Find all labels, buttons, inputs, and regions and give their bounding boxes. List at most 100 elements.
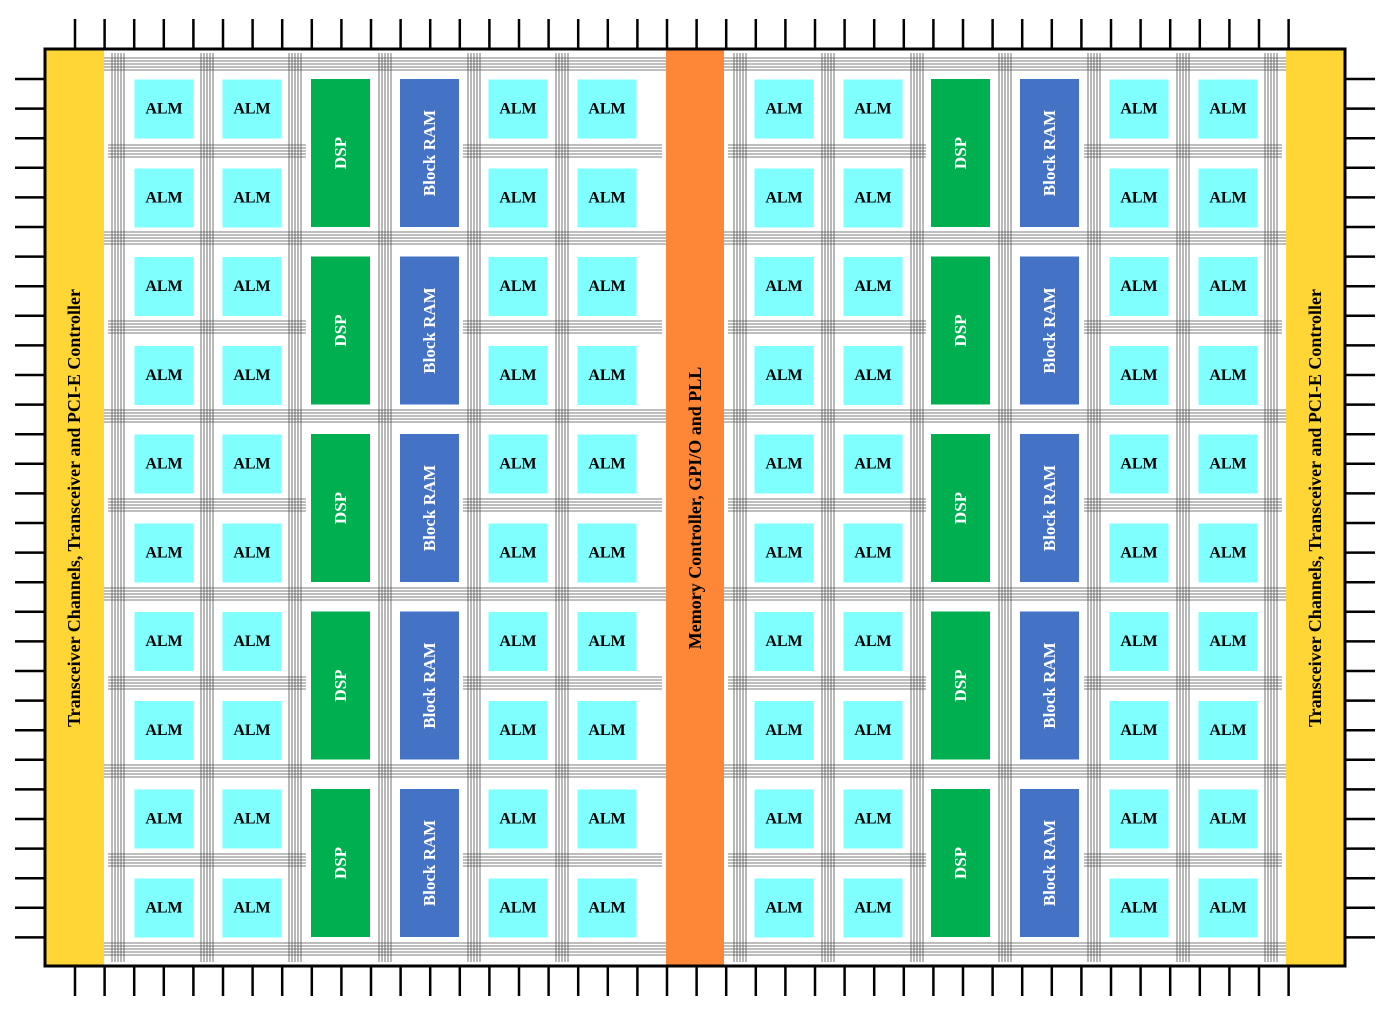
- block-ram: [400, 789, 459, 937]
- block-ram: [1020, 256, 1079, 405]
- block-ram: [400, 256, 459, 405]
- block-ram-label: Block RAM: [420, 287, 439, 373]
- alm-label: ALM: [1120, 900, 1157, 917]
- left-transceiver-label: Transceiver Channels, Transceiver and PC…: [64, 289, 84, 727]
- dsp-block: [311, 434, 370, 582]
- alm-label: ALM: [588, 811, 625, 828]
- alm-label: ALM: [499, 367, 536, 384]
- alm-block: [1197, 167, 1259, 229]
- block-ram: [400, 79, 459, 227]
- block-ram: [1020, 79, 1079, 227]
- alm-label: ALM: [588, 545, 625, 562]
- block-ram-label: Block RAM: [420, 820, 439, 906]
- block-ram: [1020, 789, 1079, 937]
- alm-block: [576, 788, 638, 850]
- block-ram: [400, 611, 459, 760]
- block-ram-label: Block RAM: [1040, 110, 1059, 196]
- alm-block: [221, 167, 283, 229]
- memory-controller-column: [666, 49, 724, 966]
- alm-block: [753, 345, 815, 406]
- alm-block: [221, 788, 283, 850]
- alm-label: ALM: [1209, 545, 1246, 562]
- alm-block: [1108, 877, 1170, 939]
- alm-label: ALM: [588, 456, 625, 473]
- alm-label: ALM: [233, 722, 270, 739]
- alm-block: [221, 522, 283, 584]
- alm-block: [133, 167, 195, 229]
- alm-block: [1197, 700, 1259, 761]
- alm-label: ALM: [145, 367, 182, 384]
- alm-label: ALM: [145, 190, 182, 207]
- alm-label: ALM: [233, 101, 270, 118]
- alm-label: ALM: [145, 900, 182, 917]
- alm-block: [576, 167, 638, 229]
- alm-block: [842, 877, 904, 939]
- alm-block: [842, 788, 904, 850]
- block-ram-label: Block RAM: [1040, 820, 1059, 906]
- alm-label: ALM: [145, 545, 182, 562]
- alm-block: [842, 522, 904, 584]
- alm-block: [221, 700, 283, 761]
- alm-label: ALM: [1209, 190, 1246, 207]
- alm-label: ALM: [499, 101, 536, 118]
- dsp-label: DSP: [331, 137, 350, 169]
- alm-block: [1197, 256, 1259, 317]
- dsp-label: DSP: [951, 492, 970, 524]
- alm-label: ALM: [588, 722, 625, 739]
- alm-block: [753, 433, 815, 495]
- block-ram-label: Block RAM: [420, 110, 439, 196]
- alm-label: ALM: [588, 633, 625, 650]
- alm-block: [576, 433, 638, 495]
- alm-label: ALM: [499, 722, 536, 739]
- alm-block: [221, 611, 283, 672]
- dsp-label: DSP: [331, 492, 350, 524]
- alm-block: [1197, 522, 1259, 584]
- alm-block: [842, 700, 904, 761]
- left-transceiver-column: [45, 49, 104, 966]
- dsp-label: DSP: [951, 314, 970, 346]
- dsp-block: [931, 256, 990, 405]
- alm-block: [1108, 522, 1170, 584]
- alm-label: ALM: [499, 278, 536, 295]
- alm-label: ALM: [1209, 633, 1246, 650]
- alm-label: ALM: [499, 190, 536, 207]
- alm-block: [487, 700, 549, 761]
- alm-label: ALM: [499, 633, 536, 650]
- alm-block: [753, 611, 815, 672]
- chip-outline: [43, 47, 1347, 968]
- alm-label: ALM: [145, 456, 182, 473]
- block-ram-label: Block RAM: [420, 642, 439, 728]
- alm-label: ALM: [1209, 900, 1246, 917]
- alm-label: ALM: [233, 278, 270, 295]
- alm-block: [133, 877, 195, 939]
- alm-label: ALM: [854, 900, 891, 917]
- alm-label: ALM: [145, 722, 182, 739]
- alm-label: ALM: [233, 456, 270, 473]
- alm-block: [1108, 78, 1170, 140]
- alm-block: [221, 256, 283, 317]
- alm-block: [576, 611, 638, 672]
- alm-label: ALM: [765, 811, 802, 828]
- alm-label: ALM: [854, 278, 891, 295]
- dsp-label: DSP: [331, 847, 350, 879]
- alm-block: [753, 78, 815, 140]
- alm-label: ALM: [145, 633, 182, 650]
- dsp-block: [311, 79, 370, 227]
- alm-block: [487, 433, 549, 495]
- block-ram: [1020, 611, 1079, 760]
- alm-block: [133, 78, 195, 140]
- alm-label: ALM: [854, 190, 891, 207]
- alm-label: ALM: [1209, 101, 1246, 118]
- alm-block: [842, 78, 904, 140]
- alm-block: [133, 345, 195, 406]
- alm-block: [842, 611, 904, 672]
- alm-label: ALM: [588, 278, 625, 295]
- alm-block: [133, 433, 195, 495]
- dsp-block: [311, 789, 370, 937]
- dsp-block: [931, 789, 990, 937]
- block-ram-label: Block RAM: [1040, 465, 1059, 551]
- alm-block: [842, 167, 904, 229]
- alm-label: ALM: [588, 190, 625, 207]
- alm-block: [1108, 433, 1170, 495]
- alm-block: [1108, 167, 1170, 229]
